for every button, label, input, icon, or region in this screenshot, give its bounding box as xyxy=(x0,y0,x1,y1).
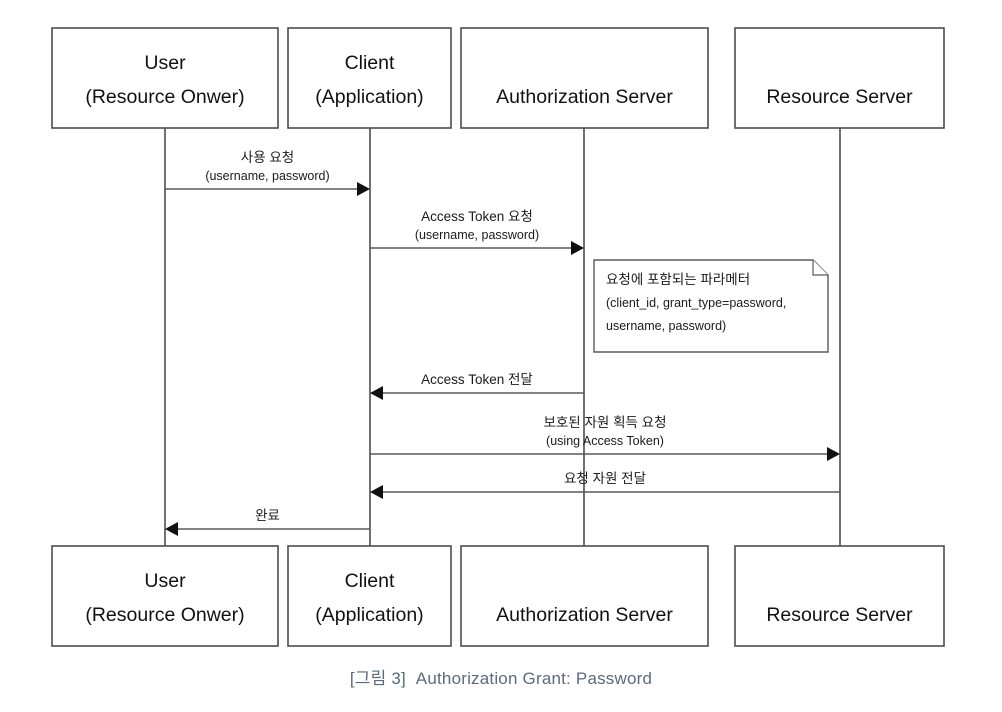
message-label-primary: Access Token 전달 xyxy=(421,372,533,387)
message-protected-resource-request[interactable]: 보호된 자원 획득 요청 (using Access Token) xyxy=(370,415,840,461)
lifelines-group xyxy=(164,128,841,546)
participant-label-primary: Authorization Server xyxy=(496,604,673,626)
participant-label-secondary: (Application) xyxy=(315,86,423,108)
top-participant-boxes: User (Resource Onwer) Client (Application) A… xyxy=(51,27,945,129)
message-label-primary: 보호된 자원 획득 요청 xyxy=(543,415,666,430)
message-label-secondary: (using Access Token) xyxy=(546,434,664,448)
participant-label-primary: Resource Server xyxy=(766,604,913,626)
participant-box-outline xyxy=(287,545,452,647)
message-arrowhead xyxy=(165,522,178,536)
message-arrowhead xyxy=(370,485,383,499)
note-outline xyxy=(593,259,829,353)
message-access-token-request[interactable]: Access Token 요청 (username, password) xyxy=(370,209,584,255)
message-label-primary: 요청 자원 전달 xyxy=(564,471,646,486)
participant-label-secondary: (Application) xyxy=(315,604,423,626)
participant-box-bottom-user[interactable]: User (Resource Onwer) xyxy=(51,545,279,647)
note-fold-corner-icon xyxy=(812,260,828,276)
participant-box-bottom-client[interactable]: Client (Application) xyxy=(287,545,452,647)
participant-box-bottom-auth-server[interactable]: Authorization Server xyxy=(460,545,709,647)
participant-box-top-user[interactable]: User (Resource Onwer) xyxy=(51,27,279,129)
message-arrowhead xyxy=(357,182,370,196)
participant-label-primary: Resource Server xyxy=(766,86,913,108)
message-access-token-response[interactable]: Access Token 전달 xyxy=(370,372,584,400)
participant-label-primary: User xyxy=(144,570,186,592)
message-label-secondary: (username, password) xyxy=(205,169,329,183)
message-label-primary: 사용 요청 xyxy=(241,150,294,165)
message-complete[interactable]: 완료 xyxy=(165,508,370,536)
participant-label-primary: Authorization Server xyxy=(496,86,673,108)
participant-box-outline xyxy=(51,545,279,647)
bottom-participant-boxes: User (Resource Onwer) Client (Application) A… xyxy=(51,545,945,647)
message-arrowhead xyxy=(827,447,840,461)
participant-box-outline xyxy=(460,27,709,129)
request-parameters-note: 요청에 포함되는 파라메터 (client_id, grant_type=pass… xyxy=(593,259,829,353)
note-line-3: username, password) xyxy=(606,319,726,333)
participant-label-secondary: (Resource Onwer) xyxy=(85,86,244,108)
message-use-request[interactable]: 사용 요청 (username, password) xyxy=(165,150,370,196)
note-group: 요청에 포함되는 파라메터 (client_id, grant_type=pass… xyxy=(593,259,829,353)
participant-box-outline xyxy=(51,27,279,129)
participant-label-primary: Client xyxy=(345,570,395,592)
participant-box-outline xyxy=(287,27,452,129)
figure-caption: [그림 3] Authorization Grant: Password xyxy=(349,669,653,688)
message-protected-resource-response[interactable]: 요청 자원 전달 xyxy=(370,471,840,499)
participant-label-primary: Client xyxy=(345,52,395,74)
participant-label-primary: User xyxy=(144,52,186,74)
message-label-secondary: (username, password) xyxy=(415,228,539,242)
message-arrowhead xyxy=(370,386,383,400)
message-arrowhead xyxy=(571,241,584,255)
note-line-1: 요청에 포함되는 파라메터 xyxy=(606,272,750,287)
participant-box-top-auth-server[interactable]: Authorization Server xyxy=(460,27,709,129)
messages-group: 사용 요청(username, password)Access Token 요청… xyxy=(165,150,840,536)
message-label-primary: 완료 xyxy=(255,508,280,523)
participant-label-secondary: (Resource Onwer) xyxy=(85,604,244,626)
participant-box-outline xyxy=(734,545,945,647)
participant-box-bottom-resource-server[interactable]: Resource Server xyxy=(734,545,945,647)
participant-box-outline xyxy=(460,545,709,647)
participant-box-top-resource-server[interactable]: Resource Server xyxy=(734,27,945,129)
participant-box-top-client[interactable]: Client (Application) xyxy=(287,27,452,129)
participant-box-outline xyxy=(734,27,945,129)
message-label-primary: Access Token 요청 xyxy=(421,209,533,224)
note-line-2: (client_id, grant_type=password, xyxy=(606,296,786,310)
